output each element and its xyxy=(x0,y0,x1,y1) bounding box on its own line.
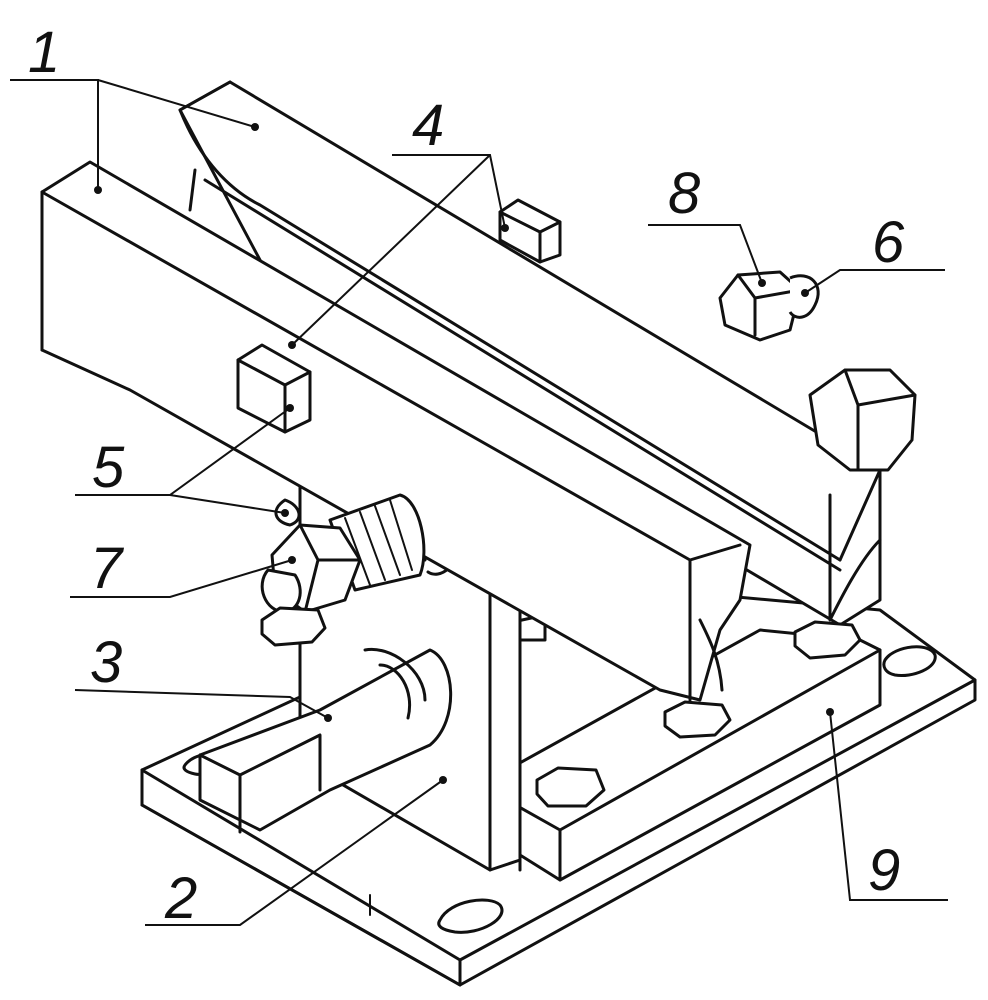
small-block-rear xyxy=(498,198,562,264)
callout-3: 3 xyxy=(90,630,122,695)
large-nut-assembly xyxy=(808,368,917,472)
leader-lines xyxy=(10,79,948,926)
front-vee-block xyxy=(40,160,752,702)
callout-8: 8 xyxy=(668,161,700,226)
leader-dots xyxy=(94,123,834,784)
callout-7: 7 xyxy=(90,536,125,601)
bolt-7-assembly xyxy=(260,493,426,614)
bolt-8-assembly xyxy=(718,270,820,342)
callout-5: 5 xyxy=(92,435,125,500)
callout-2: 2 xyxy=(164,866,197,931)
callout-1: 1 xyxy=(28,20,60,85)
callout-4: 4 xyxy=(412,93,444,158)
callout-9: 9 xyxy=(868,838,900,903)
screw-3-assembly xyxy=(198,647,453,834)
small-nuts xyxy=(260,606,862,808)
callout-6: 6 xyxy=(872,210,905,275)
